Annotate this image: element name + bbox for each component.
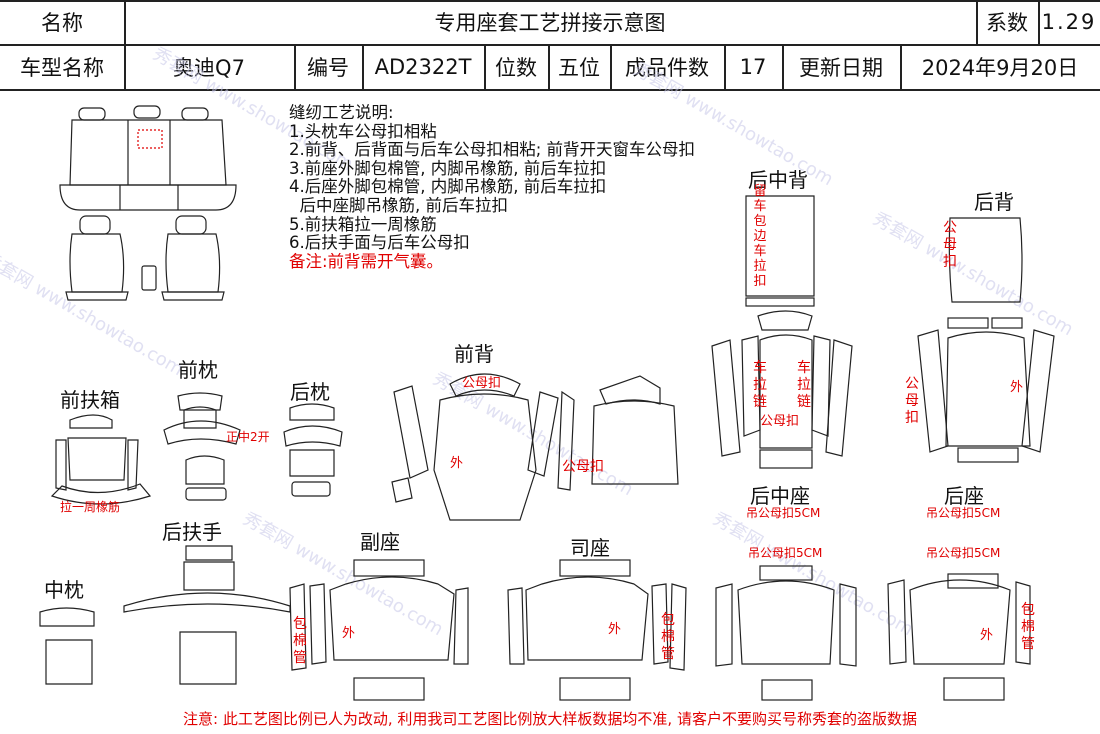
rear-seat-pattern bbox=[887, 573, 1031, 701]
label-passenger-seat: 副座 bbox=[360, 530, 400, 554]
rear-headrest-pattern bbox=[283, 403, 343, 497]
note-outer-driver: 外 bbox=[608, 622, 622, 637]
front-back-pattern bbox=[391, 373, 679, 521]
note-cotton-tube-driver: 包棉管 bbox=[661, 612, 675, 662]
code-label: 编号 bbox=[307, 55, 349, 80]
model-value: 奥迪Q7 bbox=[173, 55, 245, 80]
code-value: AD2322T bbox=[374, 54, 472, 79]
seats-label: 位数 bbox=[495, 55, 537, 80]
notes-item: 5.前扶箱拉一周橡筋 bbox=[289, 214, 437, 234]
footer-warning: 注意: 此工艺图比例已人为改动, 利用我司工艺图比例放大样板数据均不准, 请客户… bbox=[183, 710, 917, 728]
label-rear-armrest: 后扶手 bbox=[162, 520, 222, 544]
coef-label: 系数 bbox=[986, 11, 1028, 35]
passenger-seat-pattern bbox=[289, 559, 469, 701]
date-value: 2024年9月20日 bbox=[921, 55, 1079, 80]
note-snap-front-back: 公母扣 bbox=[562, 459, 604, 475]
date-label: 更新日期 bbox=[799, 55, 883, 80]
note-armbox-elastic: 拉一周橡筋 bbox=[60, 500, 121, 514]
driver-seat-pattern bbox=[507, 559, 687, 701]
label-rear-headrest: 后枕 bbox=[290, 380, 330, 404]
notes-item: 6.后扶手面与后车公母扣 bbox=[289, 233, 470, 253]
note-rear-center-seat-snap-1: 吊公母扣5CM bbox=[746, 506, 821, 520]
front-seats-overview bbox=[65, 215, 225, 301]
rear-back-pattern bbox=[917, 217, 1055, 463]
rear-center-seat-pattern bbox=[715, 565, 857, 701]
label-driver-seat: 司座 bbox=[570, 536, 610, 560]
label-rear-center-seat: 后中座 bbox=[750, 484, 810, 508]
note-headrest-open: 正中2开 bbox=[226, 430, 270, 444]
notes-item: 4.后座外脚包棉管, 内脚吊橡筋, 前后车拉扣 bbox=[289, 177, 607, 197]
rear-armrest-pattern bbox=[123, 545, 291, 685]
front-armbox-pattern bbox=[50, 414, 152, 505]
seats-value: 五位 bbox=[558, 55, 600, 80]
rear-center-back-pattern bbox=[711, 195, 853, 469]
page-title: 专用座套工艺拼接示意图 bbox=[434, 11, 666, 35]
label-center-headrest: 中枕 bbox=[44, 578, 84, 602]
notes-heading: 缝纫工艺说明: bbox=[289, 103, 394, 122]
model-label: 车型名称 bbox=[20, 55, 104, 80]
label-front-headrest: 前枕 bbox=[178, 358, 218, 382]
notes-item: 3.前座外脚包棉管, 内脚吊橡筋, 前后车拉扣 bbox=[289, 158, 607, 178]
rear-bench-overview bbox=[59, 105, 237, 211]
label-front-back: 前背 bbox=[454, 342, 494, 366]
label-rear-seat: 后座 bbox=[944, 484, 984, 508]
note-outer-rear-back: 外 bbox=[1010, 380, 1024, 395]
pieces-value: 17 bbox=[739, 54, 767, 79]
note-outer: 外 bbox=[450, 456, 464, 471]
coef-value: 1.29 bbox=[1041, 10, 1097, 34]
note-snap-top: 公母扣 bbox=[462, 376, 502, 391]
note-rear-seat-snap-2: 吊公母扣5CM bbox=[926, 546, 1001, 560]
pieces-label: 成品件数 bbox=[625, 55, 709, 80]
note-side-zip-right: 车拉链 bbox=[797, 360, 811, 410]
notes-item: 后中座脚吊橡筋, 前后车拉扣 bbox=[289, 195, 508, 215]
notes-remark: 备注:前背需开气囊。 bbox=[289, 251, 444, 271]
note-cotton-tube-rear: 包棉管 bbox=[1021, 602, 1035, 652]
note-rear-back-snap: 公母扣 bbox=[943, 220, 957, 270]
name-label: 名称 bbox=[41, 11, 83, 35]
note-rear-back-snap-lower: 公母扣 bbox=[905, 376, 919, 426]
center-headrest-pattern bbox=[39, 607, 95, 685]
note-rear-center-edge: 留车包边车拉扣 bbox=[753, 184, 767, 289]
note-snap-rear-center-back: 公母扣 bbox=[760, 414, 800, 429]
sewing-notes: 缝纫工艺说明: 1.头枕车公母扣相粘 2.前背、后背面与后车公母扣相粘; 前背开… bbox=[289, 103, 696, 271]
label-rear-back: 后背 bbox=[974, 190, 1014, 214]
header-table: 名称 专用座套工艺拼接示意图 系数 1.29 车型名称 奥迪Q7 编号 AD23… bbox=[0, 0, 1100, 91]
label-front-armbox: 前扶箱 bbox=[60, 388, 120, 412]
notes-item: 2.前背、后背面与后车公母扣相粘; 前背开天窗车公母扣 bbox=[289, 140, 696, 160]
note-outer-passenger: 外 bbox=[342, 626, 356, 641]
front-headrest-pattern bbox=[163, 392, 241, 501]
notes-item: 1.头枕车公母扣相粘 bbox=[289, 121, 437, 141]
note-rear-seat-snap-1: 吊公母扣5CM bbox=[926, 506, 1001, 520]
note-rear-center-seat-snap-2: 吊公母扣5CM bbox=[748, 546, 823, 560]
note-outer-rear-seat: 外 bbox=[980, 628, 994, 643]
note-cotton-tube-passenger: 包棉管 bbox=[293, 616, 307, 666]
note-side-zip-left: 车拉链 bbox=[753, 360, 767, 410]
label-rear-center-back: 后中背 bbox=[748, 168, 808, 192]
